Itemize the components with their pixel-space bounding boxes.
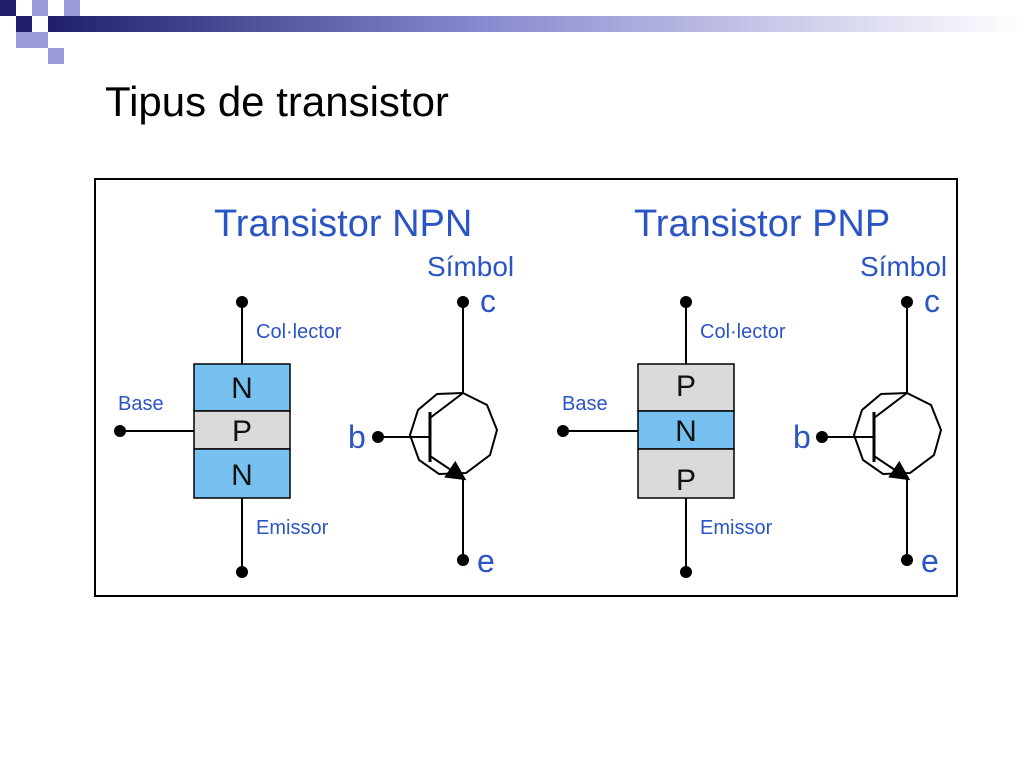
npn-pin-c: c (480, 283, 496, 319)
pnp-layer-1-letter: P (676, 370, 696, 403)
npn-symbol-c-terminal (457, 296, 469, 308)
pnp-symbol-circle (852, 391, 943, 476)
deco-square (0, 0, 16, 16)
deco-square (16, 16, 32, 32)
slide-title: Tipus de transistor (105, 78, 449, 125)
npn-emitter-label: Emissor (256, 517, 329, 539)
npn-section: Transistor NPN Símbol Col·lector N P N B… (114, 203, 514, 579)
pnp-layer-3-letter: P (676, 464, 696, 497)
deco-square (16, 32, 32, 48)
top-band (48, 16, 1024, 32)
pnp-collector-label: Col·lector (700, 321, 786, 343)
pnp-symbol-collector-line (873, 392, 908, 419)
npn-collector-terminal (236, 296, 248, 308)
deco-square (64, 0, 80, 16)
npn-layer-3 (193, 448, 291, 499)
pnp-layer-1 (637, 363, 735, 412)
npn-base-terminal (114, 425, 126, 437)
pnp-emitter-label: Emissor (700, 517, 773, 539)
pnp-heading: Transistor PNP (634, 203, 890, 245)
pnp-pin-e: e (921, 543, 939, 579)
pnp-collector-terminal (680, 296, 692, 308)
npn-base-label: Base (118, 393, 164, 415)
deco-square (32, 32, 48, 48)
deco-square (32, 0, 48, 16)
npn-symbol-circle (408, 391, 499, 476)
npn-heading: Transistor NPN (214, 203, 472, 245)
npn-symbol-label: Símbol (427, 251, 514, 282)
pnp-base-terminal (557, 425, 569, 437)
pnp-layer-2-letter: N (675, 415, 697, 448)
pnp-pin-b: b (793, 419, 811, 455)
npn-pin-e: e (477, 543, 495, 579)
npn-symbol-b-terminal (372, 431, 384, 443)
deco-square (48, 48, 64, 64)
pnp-base-label: Base (562, 393, 608, 415)
npn-collector-label: Col·lector (256, 321, 342, 343)
npn-symbol: c b e (348, 283, 499, 579)
pnp-symbol-e-terminal (901, 554, 913, 566)
pnp-symbol: c b e (793, 283, 943, 579)
npn-symbol-e-terminal (457, 554, 469, 566)
pnp-symbol-label: Símbol (860, 251, 947, 282)
npn-layer-3-letter: N (231, 459, 253, 492)
npn-symbol-collector-line (429, 392, 464, 419)
npn-emitter-terminal (236, 566, 248, 578)
pnp-section: Transistor PNP Símbol Col·lector P N P B… (557, 203, 947, 579)
pnp-pin-c: c (924, 283, 940, 319)
pnp-symbol-c-terminal (901, 296, 913, 308)
gradient-band (48, 16, 1024, 32)
pnp-layer-3 (637, 448, 735, 499)
npn-layer-1-letter: N (231, 372, 253, 405)
pnp-symbol-emitter-arrow (873, 455, 911, 481)
diagram-frame (94, 178, 958, 597)
pnp-symbol-b-terminal (816, 431, 828, 443)
npn-pin-b: b (348, 419, 366, 455)
npn-symbol-emitter-arrow (429, 455, 467, 481)
pnp-layer-2 (637, 410, 735, 450)
npn-layer-2-letter: P (232, 415, 252, 448)
pnp-emitter-terminal (680, 566, 692, 578)
